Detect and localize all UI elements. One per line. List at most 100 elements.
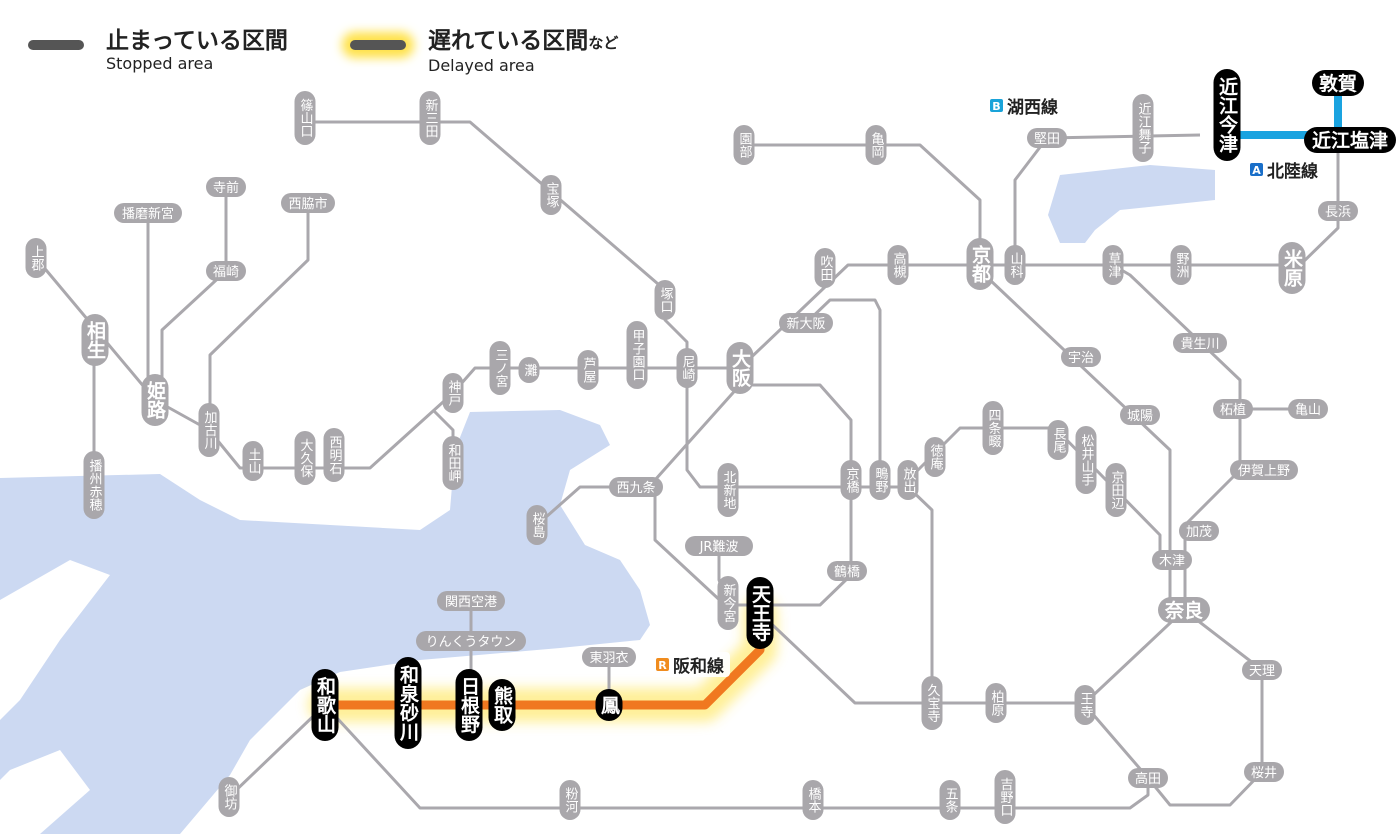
station-王寺[interactable]: 王寺 xyxy=(1074,685,1096,725)
line-badge-letter: A xyxy=(1252,164,1261,177)
station-土山[interactable]: 土山 xyxy=(242,441,264,481)
station-西脇市[interactable]: 西脇市 xyxy=(281,193,335,213)
station-貴生川[interactable]: 貴生川 xyxy=(1173,333,1227,353)
station-御坊[interactable]: 御坊 xyxy=(218,777,240,817)
station-尼崎[interactable]: 尼崎 xyxy=(676,348,698,388)
station-大阪[interactable]: 大阪 xyxy=(726,342,754,394)
station-姫路[interactable]: 姫路 xyxy=(141,374,169,426)
station-name: 亀岡 xyxy=(869,132,885,158)
station-松井山手[interactable]: 松井山手 xyxy=(1075,426,1097,494)
station-高槻[interactable]: 高槻 xyxy=(887,245,909,285)
station-高田[interactable]: 高田 xyxy=(1128,768,1168,788)
station-三ノ宮[interactable]: 三ノ宮 xyxy=(489,341,511,395)
station-name: 奈良 xyxy=(1164,599,1203,622)
station-園部[interactable]: 園部 xyxy=(733,125,755,165)
station-播磨新宮[interactable]: 播磨新宮 xyxy=(114,203,182,223)
station-name: 加古川 xyxy=(202,411,218,450)
station-加古川[interactable]: 加古川 xyxy=(198,403,220,457)
station-鳳[interactable]: 鳳 xyxy=(595,689,623,721)
station-相生[interactable]: 相生 xyxy=(81,314,109,366)
station-長浜[interactable]: 長浜 xyxy=(1318,201,1358,221)
station-pill xyxy=(419,91,441,145)
station-和田岬[interactable]: 和田岬 xyxy=(442,436,464,490)
station-久宝寺[interactable]: 久宝寺 xyxy=(921,676,943,730)
station-熊取[interactable]: 熊取 xyxy=(488,679,516,731)
station-鴫野[interactable]: 鴫野 xyxy=(869,460,891,500)
station-天王寺[interactable]: 天王寺 xyxy=(746,577,774,649)
station-神戸[interactable]: 神戸 xyxy=(442,373,464,413)
station-加茂[interactable]: 加茂 xyxy=(1179,521,1219,541)
station-播州赤穂[interactable]: 播州赤穂 xyxy=(83,451,105,519)
station-JR難波[interactable]: JR難波 xyxy=(685,536,753,556)
station-京橋[interactable]: 京橋 xyxy=(840,460,862,500)
station-近江舞子[interactable]: 近江舞子 xyxy=(1132,94,1154,162)
station-大久保[interactable]: 大久保 xyxy=(294,431,316,485)
station-五条[interactable]: 五条 xyxy=(939,780,961,820)
station-柘植[interactable]: 柘植 xyxy=(1213,399,1253,419)
station-奈良[interactable]: 奈良 xyxy=(1158,597,1210,623)
station-堅田[interactable]: 堅田 xyxy=(1027,128,1067,148)
station-草津[interactable]: 草津 xyxy=(1102,245,1124,285)
station-亀岡[interactable]: 亀岡 xyxy=(865,125,887,165)
station-徳庵[interactable]: 徳庵 xyxy=(924,437,946,477)
station-京都[interactable]: 京都 xyxy=(966,238,994,290)
station-芦屋[interactable]: 芦屋 xyxy=(577,350,599,390)
station-西九条[interactable]: 西九条 xyxy=(609,477,663,497)
station-柏原[interactable]: 柏原 xyxy=(985,683,1007,723)
station-京田辺[interactable]: 京田辺 xyxy=(1105,463,1127,517)
station-米原[interactable]: 米原 xyxy=(1278,242,1306,294)
station-pill xyxy=(1304,127,1396,153)
station-鶴橋[interactable]: 鶴橋 xyxy=(827,561,867,581)
station-関西空港[interactable]: 関西空港 xyxy=(437,591,505,611)
station-山科[interactable]: 山科 xyxy=(1004,245,1026,285)
station-亀山[interactable]: 亀山 xyxy=(1288,399,1328,419)
station-伊賀上野[interactable]: 伊賀上野 xyxy=(1230,460,1298,480)
station-name: 新大阪 xyxy=(786,316,825,332)
station-西明石[interactable]: 西明石 xyxy=(323,428,345,482)
station-和泉砂川[interactable]: 和泉砂川 xyxy=(394,657,422,749)
station-pill xyxy=(985,683,1007,723)
station-橋本[interactable]: 橋本 xyxy=(802,780,824,820)
station-城陽[interactable]: 城陽 xyxy=(1120,405,1160,425)
shikoku-coast xyxy=(0,750,90,834)
station-長尾[interactable]: 長尾 xyxy=(1047,420,1069,460)
station-寺前[interactable]: 寺前 xyxy=(206,177,246,197)
station-四条畷[interactable]: 四条畷 xyxy=(982,401,1004,455)
station-塚口[interactable]: 塚口 xyxy=(654,280,676,320)
station-新今宮[interactable]: 新今宮 xyxy=(717,576,739,630)
station-吉野口[interactable]: 吉野口 xyxy=(994,770,1016,824)
station-北新地[interactable]: 北新地 xyxy=(717,463,739,517)
station-りんくうタウン[interactable]: りんくうタウン xyxy=(416,631,526,651)
station-福崎[interactable]: 福崎 xyxy=(206,261,246,281)
station-新三田[interactable]: 新三田 xyxy=(419,91,441,145)
station-日根野[interactable]: 日根野 xyxy=(455,669,483,741)
station-放出[interactable]: 放出 xyxy=(897,460,919,500)
station-桜島[interactable]: 桜島 xyxy=(526,505,548,545)
station-野洲[interactable]: 野洲 xyxy=(1170,245,1192,285)
station-木津[interactable]: 木津 xyxy=(1152,550,1192,570)
station-敦賀[interactable]: 敦賀 xyxy=(1312,70,1364,96)
stopped-swatch xyxy=(28,40,84,50)
station-pill xyxy=(540,175,562,215)
station-近江塩津[interactable]: 近江塩津 xyxy=(1304,127,1396,153)
legend-stopped-jp: 止まっている区間 xyxy=(106,28,288,54)
station-甲子園口[interactable]: 甲子園口 xyxy=(626,321,648,389)
station-和歌山[interactable]: 和歌山 xyxy=(311,669,339,741)
station-宇治[interactable]: 宇治 xyxy=(1061,347,1101,367)
station-天理[interactable]: 天理 xyxy=(1242,660,1282,680)
station-東羽衣[interactable]: 東羽衣 xyxy=(582,647,636,667)
station-篠山口[interactable]: 篠山口 xyxy=(294,91,316,145)
station-粉河[interactable]: 粉河 xyxy=(559,780,581,820)
station-桜井[interactable]: 桜井 xyxy=(1244,762,1284,782)
station-近江今津[interactable]: 近江今津 xyxy=(1213,69,1241,161)
station-宝塚[interactable]: 宝塚 xyxy=(540,175,562,215)
station-吹田[interactable]: 吹田 xyxy=(814,248,836,288)
station-新大阪[interactable]: 新大阪 xyxy=(779,313,833,333)
station-上郡[interactable]: 上郡 xyxy=(25,238,47,278)
station-name: 塚口 xyxy=(658,287,674,313)
station-灘[interactable]: 灘 xyxy=(518,357,540,383)
